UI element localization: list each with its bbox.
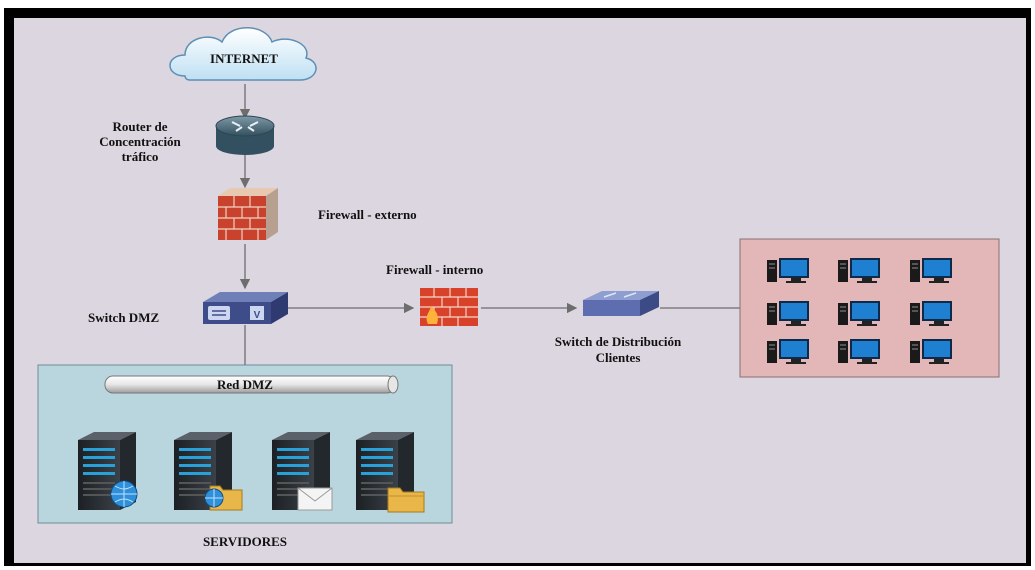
client-computers <box>767 258 952 364</box>
red-dmz-label: Red DMZ <box>217 377 273 392</box>
svg-text:V: V <box>254 310 261 321</box>
server-file-icon <box>356 432 425 513</box>
firewall-internal-icon <box>420 288 478 326</box>
firewall-external-label: Firewall - externo <box>318 207 417 222</box>
switch-dmz-label: Switch DMZ <box>88 310 159 325</box>
switch-distribution-label-line-2: Clientes <box>596 350 641 365</box>
server-web-folder-icon <box>174 432 243 511</box>
internet-cloud-icon <box>169 27 317 81</box>
server-mail-icon <box>272 432 333 511</box>
firewall-external-icon <box>218 188 278 240</box>
server-web-icon <box>78 432 138 510</box>
router-icon <box>215 115 275 155</box>
router-label-line-1: Router de <box>112 119 167 134</box>
firewall-internal-label: Firewall - interno <box>386 262 483 277</box>
switch-distribution-icon <box>583 291 659 316</box>
internet-label: INTERNET <box>210 51 278 66</box>
dmz-network-bus-icon <box>104 375 399 394</box>
switch-dmz-icon: V <box>203 292 288 324</box>
servidores-label: SERVIDORES <box>203 534 287 549</box>
router-label-line-2: Concentración <box>99 134 181 149</box>
router-label-line-3: tráfico <box>122 149 159 164</box>
switch-distribution-label-line-1: Switch de Distribución <box>555 334 682 349</box>
